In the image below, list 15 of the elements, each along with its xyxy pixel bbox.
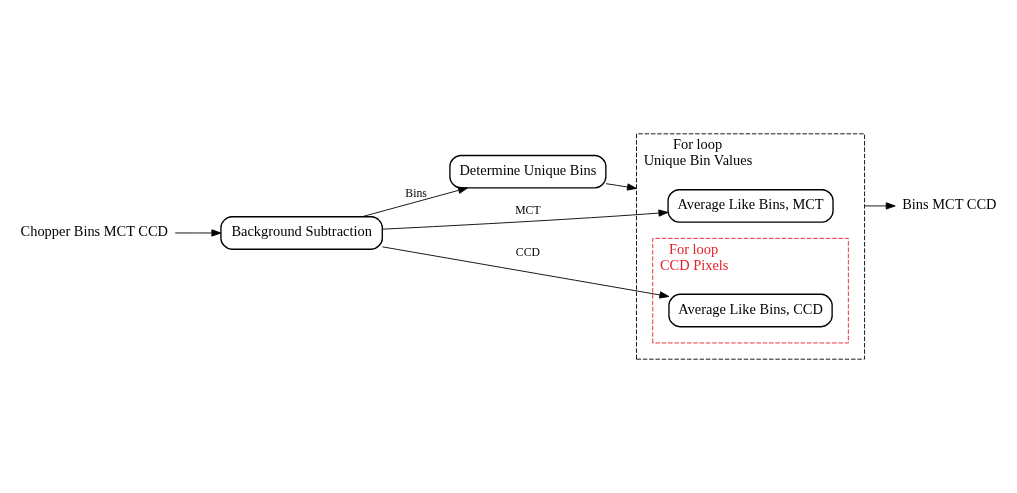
node-text: Chopper Bins MCT CCD (20, 223, 168, 240)
node-text: Bins MCT CCD (902, 196, 997, 213)
arrow (605, 183, 637, 191)
node-box: Background Subtraction (220, 216, 383, 250)
arrow (174, 229, 222, 237)
edge-label: MCT (515, 203, 541, 217)
arrow (864, 202, 896, 210)
arrow (381, 209, 669, 230)
arrow (361, 186, 468, 218)
edge-label: CCD (515, 245, 540, 259)
node-box: Average Like Bins, MCT (667, 189, 834, 223)
edge-label: Bins (405, 187, 427, 201)
node-box: Average Like Bins, CCD (668, 293, 833, 328)
node-box: Determine Unique Bins (449, 154, 607, 189)
arrow (382, 246, 670, 299)
